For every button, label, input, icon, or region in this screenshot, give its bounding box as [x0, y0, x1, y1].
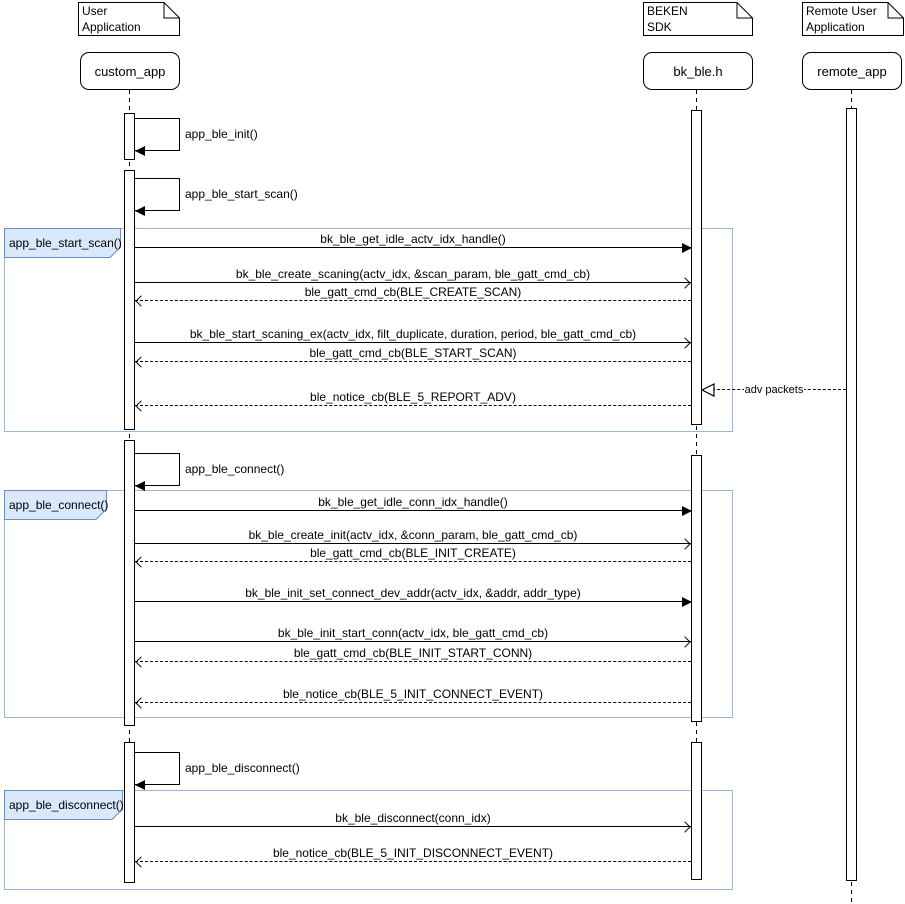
message-set-connect-dev-addr: bk_ble_init_set_connect_dev_addr(actv_id…: [135, 582, 692, 607]
frame-label-text: app_ble_start_scan(): [9, 236, 122, 250]
white-triangle-arrowhead-icon: [700, 383, 715, 397]
activation-bk-connect: [691, 455, 702, 722]
frame-connect: [4, 490, 733, 718]
frame-label-start-scan: app_ble_start_scan(): [4, 228, 122, 258]
participant-bk-ble-h: bk_ble.h: [643, 52, 753, 90]
note-shape-icon: [802, 2, 904, 36]
frame-label-shape: [4, 228, 121, 258]
message-notice-report-adv: ble_notice_cb(BLE_5_REPORT_ADV): [135, 386, 691, 412]
activation-custom-disconnect: [124, 742, 135, 883]
frame-label-shape: [4, 490, 107, 520]
frame-disconnect: [4, 790, 733, 890]
self-message-start-scan: app_ble_start_scan(): [185, 187, 298, 201]
note-line: Application: [82, 20, 141, 34]
note-beken-sdk: BEKEN SDK: [643, 2, 753, 36]
message-get-idle-conn-idx: bk_ble_get_idle_conn_idx_handle(): [135, 491, 692, 516]
frame-label-shape: [4, 790, 123, 820]
participant-remote-app: remote_app: [802, 52, 902, 90]
activation-custom-scan: [124, 170, 135, 430]
self-message-disconnect: app_ble_disconnect(): [185, 761, 300, 775]
message-create-scaning: bk_ble_create_scaning(actv_idx, &scan_pa…: [135, 263, 691, 289]
activation-bk-scan: [691, 110, 702, 425]
message-cb-create-scan: ble_gatt_cmd_cb(BLE_CREATE_SCAN): [135, 281, 691, 307]
frame-label-connect: app_ble_connect(): [4, 490, 109, 520]
message-notice-connect-event: ble_notice_cb(BLE_5_INIT_CONNECT_EVENT): [135, 683, 691, 709]
participant-label: bk_ble.h: [673, 63, 723, 79]
message-cb-start-scan: ble_gatt_cmd_cb(BLE_START_SCAN): [135, 342, 691, 368]
self-message-init: app_ble_init(): [185, 127, 258, 141]
frame-label-text: app_ble_disconnect(): [9, 798, 124, 812]
message-get-idle-actv-idx: bk_ble_get_idle_actv_idx_handle(): [135, 228, 692, 253]
note-user-application: User Application: [78, 2, 180, 36]
arrowhead-connect: [135, 481, 145, 491]
self-message-connect: app_ble_connect(): [185, 462, 285, 476]
note-shape-icon: [643, 2, 753, 36]
filled-arrowhead-icon: [682, 597, 692, 607]
message-cb-init-start-conn: ble_gatt_cmd_cb(BLE_INIT_START_CONN): [135, 642, 691, 668]
message-start-scaning-ex: bk_ble_start_scaning_ex(actv_idx, filt_d…: [135, 323, 691, 349]
self-loop-connect: [135, 453, 180, 486]
activation-bk-disconnect: [691, 742, 702, 880]
arrowhead-init: [135, 146, 145, 156]
self-loop-start-scan: [135, 178, 180, 211]
note-line: Application: [806, 20, 865, 34]
message-cb-init-create: ble_gatt_cmd_cb(BLE_INIT_CREATE): [135, 542, 691, 568]
message-init-start-conn: bk_ble_init_start_conn(actv_idx, ble_gat…: [135, 622, 691, 648]
filled-arrowhead-icon: [682, 243, 692, 253]
filled-arrowhead-icon: [682, 506, 692, 516]
note-remote-user-application: Remote User Application: [802, 2, 904, 36]
participant-label: remote_app: [817, 63, 887, 79]
note-line: SDK: [647, 20, 672, 34]
activation-custom-init: [124, 113, 135, 160]
note-line: Remote User: [806, 4, 877, 18]
self-loop-init: [135, 118, 180, 151]
arrowhead-start-scan: [135, 206, 145, 216]
arrowhead-disconnect: [135, 780, 145, 790]
frame-label-disconnect: app_ble_disconnect(): [4, 790, 124, 820]
note-line: User: [82, 4, 108, 18]
self-loop-disconnect: [135, 752, 180, 785]
message-notice-disconnect-event: ble_notice_cb(BLE_5_INIT_DISCONNECT_EVEN…: [135, 842, 691, 868]
note-line: BEKEN: [647, 4, 688, 18]
message-adv-packets: adv packets: [700, 370, 846, 397]
participant-custom-app: custom_app: [80, 52, 180, 90]
activation-custom-connect: [124, 440, 135, 726]
message-create-init: bk_ble_create_init(actv_idx, &conn_param…: [135, 524, 691, 550]
note-shape-icon: [78, 2, 180, 36]
frame-label-text: app_ble_connect(): [9, 498, 109, 512]
activation-remote: [846, 108, 857, 881]
frame-start-scan: [4, 228, 733, 432]
message-bk-disconnect: bk_ble_disconnect(conn_idx): [135, 807, 691, 833]
participant-label: custom_app: [94, 63, 166, 79]
